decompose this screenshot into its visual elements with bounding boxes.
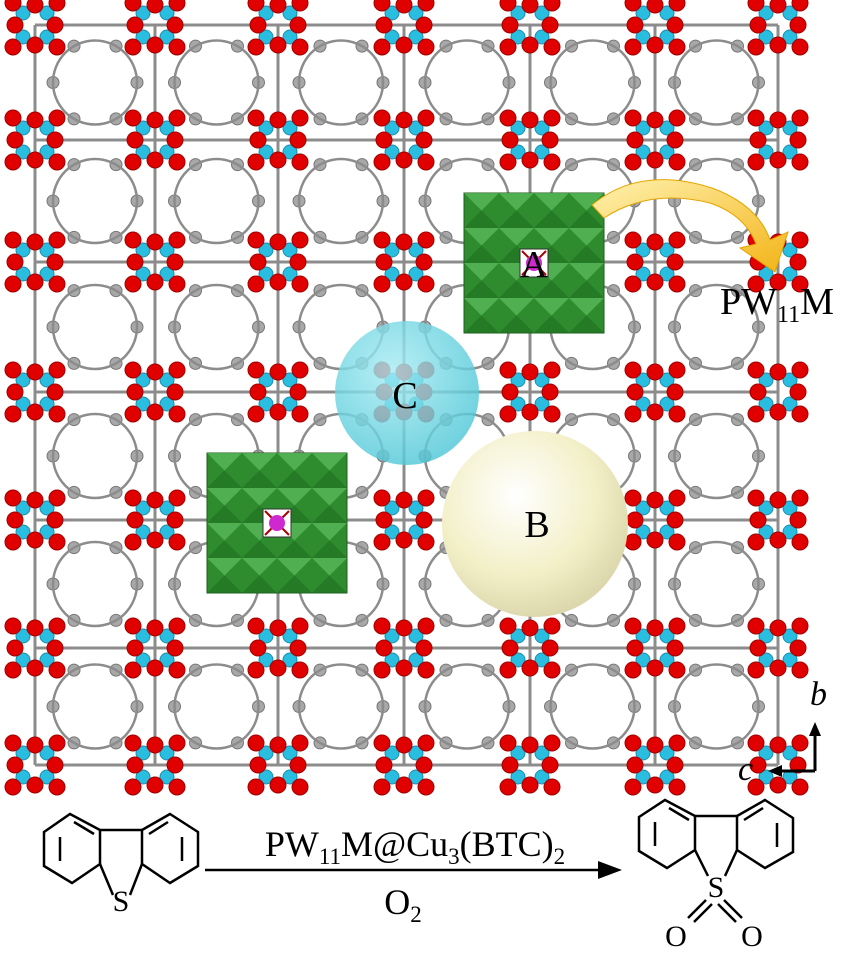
cu-paddlewheel-node <box>373 231 435 293</box>
reaction-scheme: S PW11M@Cu3(BTC)2 O2 S O O <box>42 798 795 953</box>
cu-paddlewheel-node <box>624 617 686 679</box>
dibenzothiophene-sulfone-structure <box>637 798 795 923</box>
cu-paddlewheel-node <box>124 617 186 679</box>
cu-paddlewheel-node <box>247 617 309 679</box>
cu-paddlewheel-node <box>124 0 186 56</box>
cu-paddlewheel-node <box>624 361 686 423</box>
cu-paddlewheel-node <box>4 0 66 56</box>
cu-paddlewheel-node <box>499 617 561 679</box>
btc-ring <box>668 39 765 126</box>
reaction-arrowhead-icon <box>598 861 622 879</box>
cu-paddlewheel-node <box>124 734 186 796</box>
cu-paddlewheel-node <box>124 109 186 171</box>
cu-paddlewheel-node <box>373 617 435 679</box>
cu-paddlewheel-node <box>747 734 809 796</box>
cu-paddlewheel-node <box>247 734 309 796</box>
btc-ring <box>46 663 144 750</box>
btc-ring <box>292 39 390 126</box>
product-oxygen-left-label: O <box>665 920 687 953</box>
cu-paddlewheel-node <box>247 231 309 293</box>
cu-paddlewheel-node <box>747 109 809 171</box>
cu-paddlewheel-node <box>247 0 309 56</box>
cu-paddlewheel-node <box>499 734 561 796</box>
cu-paddlewheel-node <box>747 361 809 423</box>
catalyst-label: PW11M@Cu3(BTC)2 <box>265 824 565 869</box>
cu-paddlewheel-node <box>373 0 435 56</box>
cu-paddlewheel-node <box>747 617 809 679</box>
cu-paddlewheel-node <box>124 361 186 423</box>
cu-paddlewheel-node <box>624 109 686 171</box>
cu-paddlewheel-node <box>499 0 561 56</box>
btc-ring <box>668 283 765 371</box>
pore-b-sphere <box>442 431 628 617</box>
pore-b-label: B <box>524 504 549 546</box>
btc-ring <box>418 39 516 126</box>
cu-paddlewheel-node <box>124 231 186 293</box>
btc-ring <box>544 663 641 750</box>
cu-paddlewheel-node <box>373 489 435 551</box>
polyoxometalate-cluster-2 <box>206 452 348 594</box>
cu-paddlewheel-node <box>247 109 309 171</box>
cu-paddlewheel-node <box>373 734 435 796</box>
cu-paddlewheel-node <box>373 109 435 171</box>
cu-paddlewheel-node <box>499 361 561 423</box>
cu-paddlewheel-node <box>747 0 809 56</box>
btc-ring <box>46 283 144 371</box>
reactant-sulfur-label: S <box>113 885 130 918</box>
cu-paddlewheel-node <box>747 231 809 293</box>
cu-paddlewheel-node <box>4 109 66 171</box>
guest-label: PW11M <box>720 281 834 328</box>
axis-indicator: b c <box>738 676 827 788</box>
polyoxometalate-cluster-a <box>463 192 605 334</box>
cu-paddlewheel-node <box>4 231 66 293</box>
polyoxometalate-clusters <box>206 192 605 594</box>
btc-ring <box>46 157 144 245</box>
btc-ring <box>46 39 144 126</box>
axis-c-label: c <box>738 751 753 788</box>
btc-ring <box>168 39 265 126</box>
axis-arrows-icon <box>776 730 817 773</box>
cu-paddlewheel-node <box>247 361 309 423</box>
btc-ring <box>668 412 765 500</box>
btc-ring <box>544 39 641 126</box>
pore-c-sphere <box>335 321 479 465</box>
pore-a-label: A <box>520 244 548 286</box>
cu-paddlewheel-node <box>4 361 66 423</box>
dibenzothiophene-structure <box>42 812 200 896</box>
btc-ring <box>168 157 265 245</box>
cu-paddlewheel-node <box>499 109 561 171</box>
cu-paddlewheel-node <box>4 734 66 796</box>
cu-paddlewheel-node <box>4 489 66 551</box>
product-sulfur-label: S <box>708 871 725 904</box>
product-oxygen-right-label: O <box>741 920 763 953</box>
curved-arrow-icon <box>591 179 789 273</box>
btc-ring <box>668 157 765 245</box>
cu-paddlewheel-node <box>624 0 686 56</box>
cu-paddlewheel-node <box>624 231 686 293</box>
cu-paddlewheel-node <box>624 734 686 796</box>
btc-ring <box>46 540 144 628</box>
cu-paddlewheel-node <box>4 617 66 679</box>
cu-paddlewheel-node <box>124 489 186 551</box>
btc-ring <box>418 663 516 750</box>
btc-ring <box>292 663 390 750</box>
btc-ring <box>668 540 765 628</box>
btc-ring <box>168 283 265 371</box>
btc-ring <box>292 157 390 245</box>
btc-ring <box>46 412 144 500</box>
axis-b-label: b <box>810 676 827 713</box>
oxidant-label: O2 <box>384 882 422 927</box>
cu-paddlewheel-node <box>624 489 686 551</box>
cu-paddlewheel-node <box>747 489 809 551</box>
pore-c-label: C <box>392 375 417 417</box>
btc-ring <box>668 663 765 750</box>
btc-ring <box>168 663 265 750</box>
